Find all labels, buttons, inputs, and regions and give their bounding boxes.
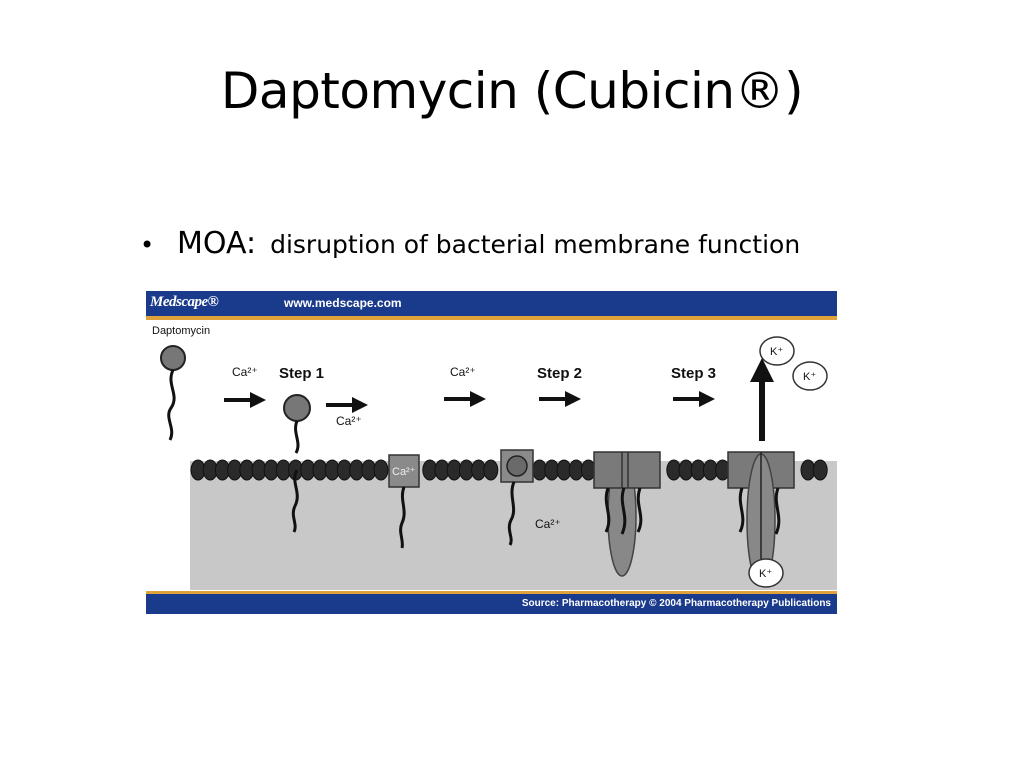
bound-daptomycin-step1	[283, 394, 311, 454]
tail-ca-box	[399, 486, 406, 549]
k-ion-top-left: K⁺	[759, 336, 795, 366]
ca-label-2: Ca²⁺	[336, 414, 362, 428]
footer-stripe	[146, 591, 837, 594]
step2-label: Step 2	[537, 365, 582, 382]
ca-box-label: Ca²⁺	[392, 466, 416, 478]
slide-title: Daptomycin (Cubicin®)	[220, 62, 804, 120]
header-stripe	[146, 316, 837, 320]
medscape-url: www.medscape.com	[284, 296, 402, 310]
inserted-complex-step2	[593, 451, 661, 577]
mechanism-diagram: Daptomycin Ca²⁺ Step 1 Ca²⁺ Ca²⁺ Ca²⁺	[152, 325, 837, 590]
ca-label-3: Ca²⁺	[450, 365, 476, 379]
ca-label-1: Ca²⁺	[232, 365, 258, 379]
k-label-2: K⁺	[803, 371, 816, 383]
medscape-logo: Medscape®	[150, 294, 219, 310]
moa-label: MOA:	[177, 226, 257, 261]
free-daptomycin	[160, 345, 186, 441]
tail-oligomer	[507, 481, 516, 546]
ca-label-4: Ca²⁺	[535, 517, 561, 531]
ca-complex-box: Ca²⁺	[388, 454, 420, 488]
step3-label: Step 3	[671, 365, 716, 382]
phospholipid-heads	[190, 459, 828, 481]
moa-text: disruption of bacterial membrane functio…	[270, 230, 801, 259]
phospholipid-head	[373, 459, 389, 481]
k-label-3: K⁺	[759, 568, 772, 580]
tail-step1	[291, 469, 299, 533]
k-label-1: K⁺	[770, 346, 783, 358]
mechanism-figure: Medscape® www.medscape.com Daptomycin Ca…	[146, 291, 837, 614]
figure-footer	[146, 594, 837, 614]
figure-header: Medscape® www.medscape.com	[146, 291, 837, 316]
figure-source: Source: Pharmacotherapy © 2004 Pharmacot…	[521, 598, 831, 609]
oligomer-box	[500, 449, 534, 483]
bullet-icon: •	[140, 231, 155, 259]
step1-label: Step 1	[279, 365, 324, 382]
daptomycin-label: Daptomycin	[152, 325, 210, 337]
bullet-moa: • MOA: disruption of bacterial membrane …	[140, 226, 800, 261]
k-ion-top-right: K⁺	[792, 361, 828, 391]
phospholipid-head	[812, 459, 828, 481]
phospholipid-head	[483, 459, 499, 481]
k-ion-bottom: K⁺	[748, 558, 784, 588]
